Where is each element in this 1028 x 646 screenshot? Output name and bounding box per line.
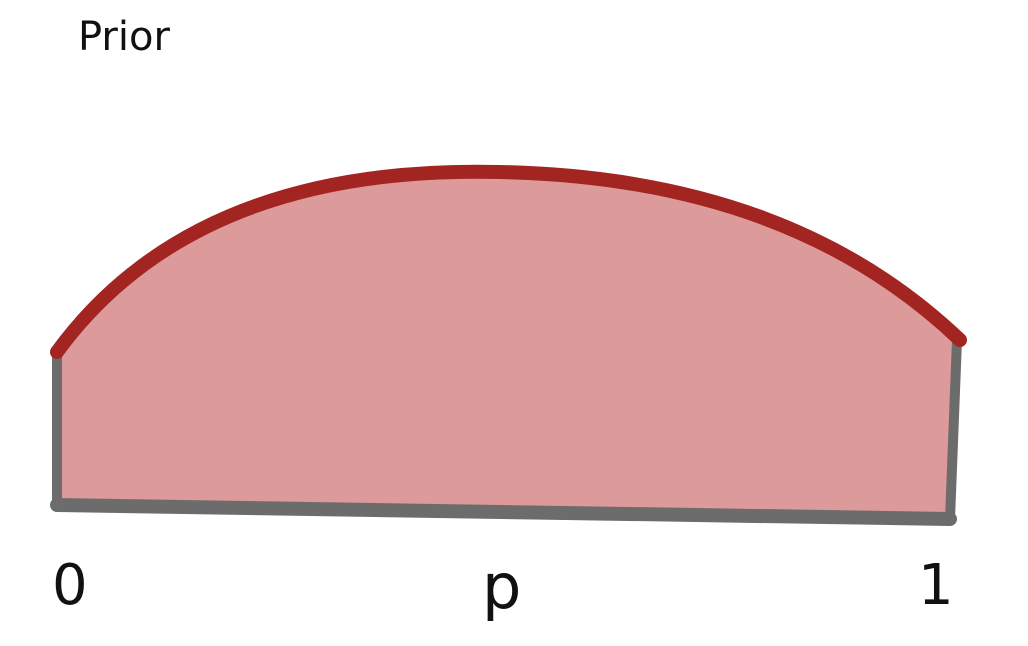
prior-curve	[50, 164, 967, 359]
x-axis-min-label: 0	[52, 553, 88, 618]
x-axis-max-label: 1	[918, 553, 954, 618]
x-axis-line	[50, 498, 957, 526]
prior-area	[57, 171, 960, 519]
x-axis-variable-label: p	[482, 550, 521, 623]
right-boundary-line	[945, 335, 962, 524]
diagram-title: Prior	[78, 14, 170, 60]
